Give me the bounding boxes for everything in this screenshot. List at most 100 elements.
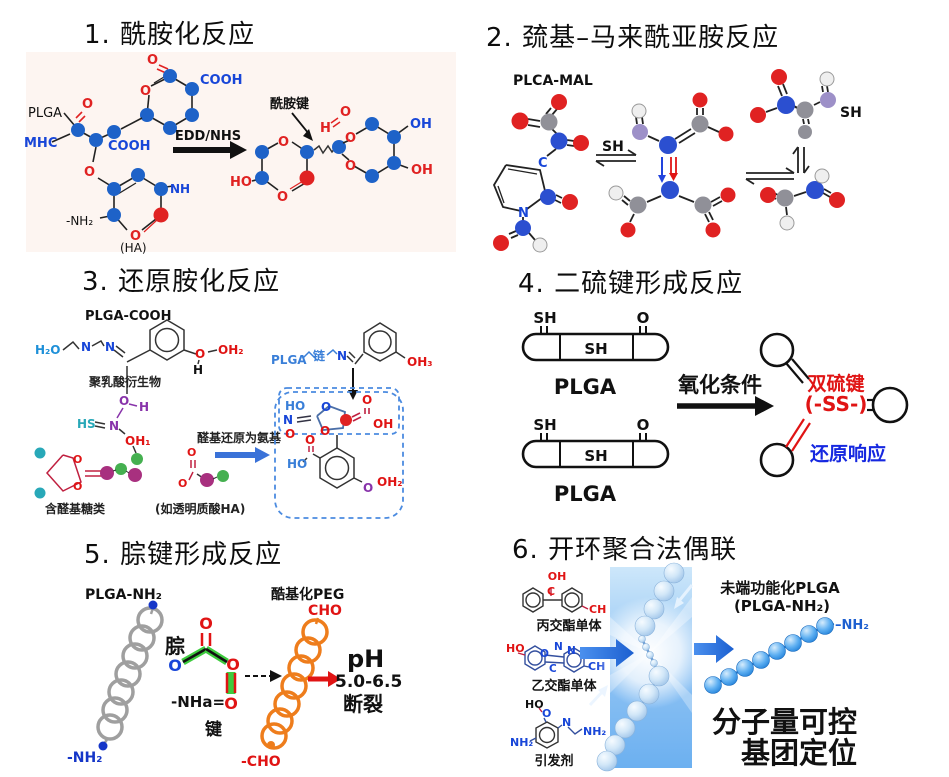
p2-c-label: C [538, 156, 548, 171]
p3-n2-label: N [105, 340, 115, 354]
p3-sugar-atoms [34, 447, 142, 499]
p1-bottom-ring-atoms [107, 168, 169, 223]
p5-cho-bottom-label: -CHO [241, 754, 281, 770]
p3-plga-label: PLGA [271, 353, 307, 367]
p4-o-top-2: O [637, 416, 650, 434]
p6-m2-n1: N [554, 641, 563, 653]
p4-product-circles [759, 332, 909, 478]
p6-monomer1 [522, 587, 589, 613]
p5-end-dot-bottom [98, 741, 108, 751]
p3-small-dashed-box [278, 387, 400, 435]
p3-left-bonds [62, 339, 218, 454]
p1-h-o-label: O [340, 105, 351, 120]
p1-reaction-arrow [173, 141, 247, 159]
p3-box-o1: O [285, 427, 295, 441]
panel5-figure: PLGA-NH₂ -NH₂ 腙 O O O O -NHa= [67, 586, 402, 770]
p3-sugar-o1: O [73, 453, 82, 466]
p1-ester-o-label: O [84, 165, 95, 180]
p1-nh2-label: -NH₂ [66, 214, 93, 228]
panel3-title: 3. 还原胺化反应 [82, 267, 281, 297]
p5-nha-label: -NHa= [171, 693, 225, 711]
panel4-title: 4. 二硫键形成反应 [518, 269, 744, 299]
p1-cooh-top-label: COOH [200, 73, 243, 88]
p5-orange-coil [260, 617, 329, 750]
p3-o-purple: O [119, 394, 129, 408]
p5-range-label: 5.0-6.5 [335, 672, 402, 692]
p6-m2-ho: HO [506, 642, 525, 655]
p3-oh1-label: OH₁ [125, 434, 151, 448]
p2-right-bottom-atoms [760, 168, 845, 231]
p5-hydrazone-char: 腙 [165, 634, 185, 658]
p5-o-top: O [199, 614, 213, 633]
panel1-figure: O O COOH PLGA O MHC COOH O [24, 52, 456, 255]
p3-box-ho: HO [285, 399, 305, 413]
p3-blue-arrow [215, 447, 270, 463]
panel6-figure: OH C CH 丙交酯单体 HO O N N C CH 乙交酯单体 HO O N [506, 562, 869, 772]
p3-plga-cooh-label: PLGA-COOH [85, 309, 171, 324]
p6-m3-nh2-right: NH₂ [583, 725, 606, 738]
p3-big-dashed-box [274, 391, 404, 519]
p1-amide-arrow [291, 112, 313, 141]
p1-chain-atoms [71, 123, 121, 147]
p6-m2-c: C [549, 663, 557, 675]
panel5-title: 5. 腙键形成反应 [84, 540, 283, 570]
p1-oh-red: OH [411, 163, 433, 178]
p4-plga-2: PLGA [554, 482, 617, 506]
p1-nh-label: NH [170, 182, 190, 196]
p1-top-ring-atoms [140, 69, 199, 135]
p3-n1-label: N [81, 340, 91, 354]
p1-chain-o-label: O [82, 97, 93, 112]
p6-white-arrows [588, 584, 694, 707]
p2-right-top-atoms [750, 69, 836, 139]
p1-amide-callout: 酰胺键 [270, 96, 309, 112]
p3-n-purple: N [109, 419, 119, 433]
p5-coil-end-dot [267, 741, 275, 749]
p6-func-label-2: (PLGA-NH₂) [734, 597, 830, 615]
p6-m1-oh: OH [548, 570, 567, 583]
p6-m2-n2: N [567, 645, 576, 657]
p6-m1-ch: CH [589, 603, 606, 616]
p5-cho-top-label: CHO [308, 603, 342, 619]
p2-sh-label-mid: SH [602, 139, 624, 155]
p1-product-ring-left-atoms [255, 145, 315, 186]
panel2-title: 2. 巯基–马来酰亚胺反应 [486, 23, 780, 53]
p5-linker-structure [181, 633, 237, 694]
p4-capsule-1: SH O SH PLGA [521, 309, 670, 399]
p5-cleave-label: 断裂 [343, 692, 383, 716]
p3-sugar-o2: O [73, 480, 82, 493]
p1-product-ring-right-atoms [365, 117, 401, 183]
p6-chain-nh2-label: –NH₂ [835, 618, 869, 633]
p6-m3-ho: HO [525, 698, 544, 711]
p3-box-ring [296, 404, 370, 431]
p3-chain-label: 链 [313, 348, 326, 363]
p4-sh-inner-2: SH [584, 447, 607, 465]
p6-m3-label: 引发剂 [534, 753, 573, 769]
p1-prod-o-top: O [278, 135, 289, 150]
panel1-title: 1. 酰胺化反应 [84, 20, 256, 50]
p2-middle-molecule-atoms [608, 92, 736, 238]
p6-big-text-1: 分子量可控 [712, 705, 857, 739]
p1-oh-blue: OH [410, 117, 432, 132]
p3-derivative-label: 聚乳酸衍生物 [88, 374, 161, 389]
p4-response-label: 还原响应 [809, 442, 886, 465]
p1-ring-o2-label: O [147, 53, 158, 68]
p3-benzene-right [363, 322, 406, 362]
p3-box-o3: O [362, 393, 372, 407]
p4-plga-1: PLGA [554, 375, 617, 399]
p4-product-bonds [785, 358, 873, 452]
p2-equilibrium-arrow-3 [792, 146, 810, 174]
p6-m3-o: O [542, 707, 551, 720]
p6-big-text-2: 基团定位 [741, 736, 857, 770]
p6-product-chain [704, 617, 835, 694]
p1-link-atom [332, 140, 346, 154]
p3-green-ball [131, 453, 143, 465]
p2-n-label: N [518, 206, 529, 221]
p3-ha-fragment: O O [178, 446, 229, 490]
p3-benzene-bottom [302, 446, 363, 489]
p5-end-dot-top [148, 600, 158, 610]
p3-box-o2: O [320, 424, 330, 438]
p3-ha-o2: O [187, 446, 196, 459]
p2-right-top-bonds [765, 83, 829, 125]
p1-ha-o-label: O [130, 229, 141, 244]
p4-ss-label-1: 双硫键 [807, 372, 864, 395]
